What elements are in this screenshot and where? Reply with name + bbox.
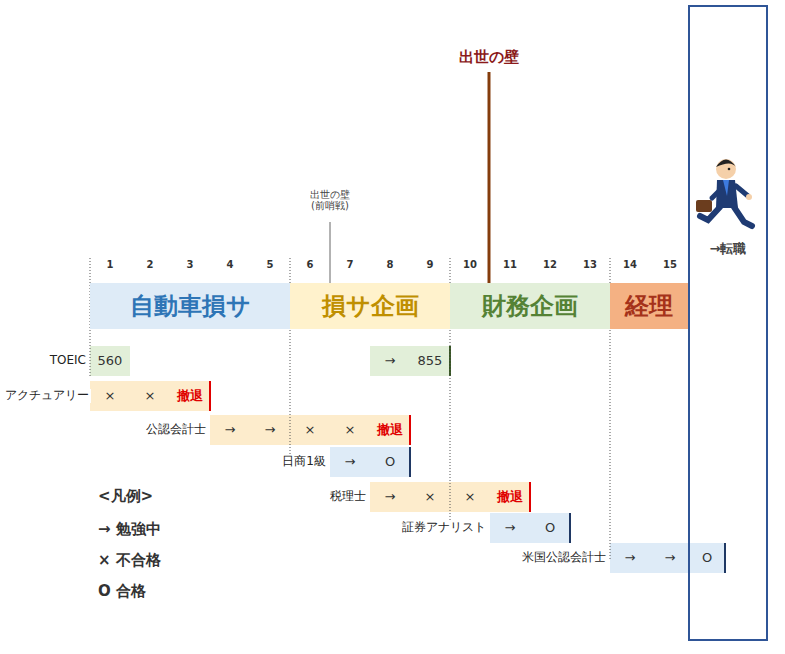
status-mark: →: [625, 551, 636, 566]
status-mark: ×: [345, 423, 356, 438]
year-number: 11: [503, 259, 517, 271]
year-number: 2: [147, 259, 154, 271]
status-mark: →: [505, 521, 516, 536]
year-number: 3: [187, 259, 194, 271]
year-number: 7: [347, 259, 354, 271]
status-mark: →: [225, 423, 236, 438]
status-mark: →: [385, 354, 396, 369]
status-mark: ×: [465, 490, 476, 505]
year-number: 15: [663, 259, 677, 271]
legend-item: × 不合格: [98, 551, 161, 570]
stage-name: 経理: [625, 290, 673, 322]
status-mark: ×: [425, 490, 436, 505]
legend-item: → 勉強中: [98, 520, 161, 539]
stage-name: 損サ企画: [322, 290, 419, 322]
legend-text: O 合格: [98, 582, 146, 600]
legend-item: O 合格: [98, 582, 146, 601]
wall-line-small: [330, 222, 331, 283]
wall-label: 出世の壁 (前哨戦): [302, 189, 358, 212]
year-number: 6: [307, 259, 314, 271]
status-mark: O: [385, 455, 395, 470]
year-number: 13: [583, 259, 597, 271]
year-number: 4: [227, 259, 234, 271]
status-mark: →: [265, 423, 276, 438]
exit-label: →転職: [690, 240, 766, 258]
legend-text: × 不合格: [98, 551, 161, 569]
legend-title: <凡例>: [98, 488, 153, 505]
status-mark: 855: [418, 354, 443, 369]
row-bars: [90, 346, 725, 573]
year-number: 8: [387, 259, 394, 271]
stage-name: 財務企画: [482, 290, 578, 322]
exam-name: 米国公認会計士: [520, 551, 608, 565]
stage-name: 自動車損サ: [130, 290, 251, 322]
year-number: 5: [267, 259, 274, 271]
status-mark: 560: [98, 354, 123, 369]
withdraw-mark: 撤退: [377, 423, 403, 438]
year-number: 14: [623, 259, 637, 271]
status-mark: ×: [305, 423, 316, 438]
status-mark: →: [665, 551, 676, 566]
year-number: 12: [543, 259, 557, 271]
stage-band: 経理: [610, 283, 688, 329]
exam-name: TOEIC: [48, 354, 88, 368]
exam-name: 税理士: [328, 490, 368, 504]
status-mark: O: [545, 521, 555, 536]
status-mark: O: [702, 551, 712, 566]
exam-name: 証券アナリスト: [400, 521, 488, 535]
year-number: 9: [427, 259, 434, 271]
status-mark: →: [345, 455, 356, 470]
year-number: 1: [107, 259, 114, 271]
wall-line: [488, 72, 491, 283]
year-number: 10: [463, 259, 477, 271]
withdraw-mark: 撤退: [177, 389, 203, 404]
exam-name: 日商1級: [280, 455, 328, 469]
status-mark: ×: [105, 389, 116, 404]
exam-name: 公認会計士: [144, 423, 208, 437]
stage-band: 自動車損サ: [90, 283, 290, 329]
stage-band: 損サ企画: [290, 283, 450, 329]
stage-dividers: [90, 258, 610, 560]
wall-label: 出世の壁: [459, 49, 519, 66]
running-man-icon: [696, 159, 752, 226]
legend-text: → 勉強中: [98, 520, 161, 538]
stage-band: 財務企画: [450, 283, 610, 329]
status-mark: →: [385, 490, 396, 505]
withdraw-mark: 撤退: [497, 490, 523, 505]
exam-name: アクチュアリー: [3, 389, 91, 403]
exit-box: →転職: [688, 5, 768, 641]
status-mark: ×: [145, 389, 156, 404]
